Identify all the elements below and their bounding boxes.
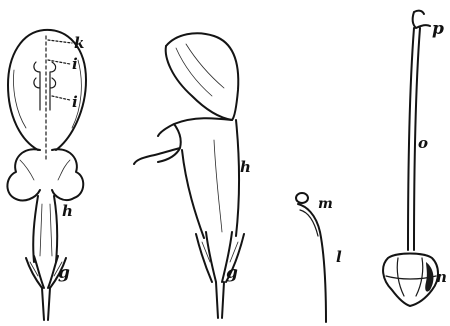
ovary-shading	[425, 262, 433, 292]
stamen-detail: m l	[296, 193, 342, 322]
flower-side-view: h g	[134, 33, 251, 318]
leader-i-lower	[52, 96, 70, 100]
leader-k	[48, 40, 72, 43]
label-o: o	[418, 134, 428, 152]
label-g: g	[58, 263, 70, 283]
label-l: l	[336, 248, 342, 266]
pistil-detail: p o n	[383, 11, 447, 306]
stigma-p	[413, 11, 430, 28]
label-n: n	[436, 268, 447, 286]
corolla-tube-side	[182, 120, 239, 238]
label-h: h	[62, 202, 73, 220]
label-g-side: g	[226, 263, 238, 283]
anther-m	[296, 193, 308, 203]
label-p: p	[432, 19, 444, 39]
label-i-upper: i	[72, 55, 78, 73]
label-i-lower: i	[72, 93, 78, 111]
right-lateral-lobes	[52, 149, 83, 200]
anther-group	[34, 62, 56, 110]
leader-i-upper	[48, 60, 70, 64]
flower-front-view: k i i h g	[7, 30, 86, 320]
label-k: k	[74, 34, 84, 52]
filament-l	[298, 204, 326, 322]
hood-outline	[166, 33, 238, 120]
label-m: m	[318, 196, 333, 212]
corolla-tube	[33, 196, 57, 262]
label-h-side: h	[240, 158, 251, 176]
left-lateral-lobes	[7, 149, 40, 200]
